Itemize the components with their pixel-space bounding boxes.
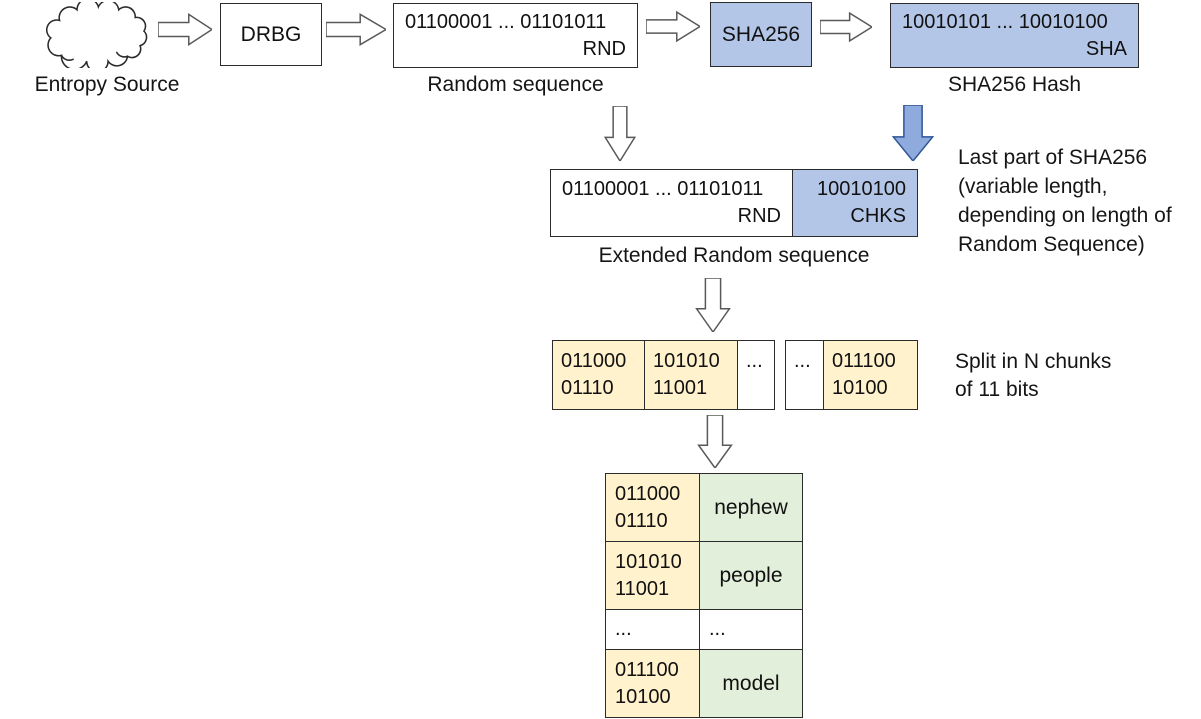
sha-tag-text: SHA [1085, 37, 1127, 60]
extended-rnd-cell: 01100001 ... 01101011 RND [550, 169, 793, 237]
note-line: Random Sequence) [958, 233, 1145, 256]
note-line: depending on length of [958, 204, 1172, 227]
note-line: of 11 bits [955, 378, 1039, 401]
chunk-bits-text: 101010 [653, 350, 720, 372]
table-bits-cell: 101010 11001 [605, 541, 699, 609]
table-word-cell: nephew [699, 473, 802, 541]
chunk-bits-text: 11001 [653, 377, 708, 399]
arrow-random-to-sha256-icon [646, 9, 700, 44]
entropy-cloud-icon [45, 2, 148, 68]
sha256-hash-caption: SHA256 Hash [947, 73, 1082, 96]
random-sequence-box: 01100001 ... 01101011 RND [393, 3, 638, 68]
chunk-ellipsis-text: ... [746, 350, 763, 372]
table-word-cell: model [699, 649, 802, 717]
chunk-cell-1: 011000 01110 [552, 340, 645, 410]
extended-chks-bits-text: 10010100 [817, 178, 906, 200]
random-sequence-caption: Random sequence [427, 73, 604, 96]
random-bits-text: 01100001 ... 01101011 [405, 10, 607, 33]
arrow-chunks-down-icon [695, 415, 735, 468]
drbg-box: DRBG [220, 3, 322, 66]
arrow-drbg-to-random-icon [326, 11, 386, 48]
sha-checksum-note: Last part of SHA256 (variable length, de… [958, 143, 1172, 259]
note-line: Split in N chunks [955, 350, 1112, 373]
note-line: Last part of SHA256 [958, 146, 1148, 169]
chunk-bits-text: 011100 [832, 350, 896, 372]
chunk-bits-text: 011000 [561, 350, 627, 372]
sha256-box: SHA256 [710, 2, 812, 67]
chunk-cell-2: 101010 11001 [644, 340, 738, 410]
extended-chks-cell: 10010100 CHKS [792, 169, 918, 237]
chunk-cell-ellipsis-1: ... [737, 340, 775, 410]
table-ellipsis-cell: ... [605, 609, 699, 649]
chunk-cell-ellipsis-2: ... [785, 340, 824, 410]
chunk-cell-n: 011100 10100 [823, 340, 918, 410]
note-line: (variable length, [958, 175, 1108, 198]
entropy-source-label: Entropy Source [34, 73, 180, 96]
word-mapping-table: 011000 01110 nephew 101010 11001 people … [605, 473, 803, 718]
extended-chks-tag-text: CHKS [850, 205, 906, 227]
table-word-cell: people [699, 541, 802, 609]
chunk-bits-text: 01110 [561, 377, 614, 399]
random-tag-text: RND [582, 37, 626, 60]
chunk-ellipsis-text: ... [794, 350, 811, 372]
arrow-extended-down-icon [693, 278, 733, 332]
split-chunks-note: Split in N chunks of 11 bits [955, 348, 1111, 404]
sha256-hash-box: 10010101 ... 10010100 SHA [890, 3, 1139, 68]
arrow-checksum-down-icon [889, 105, 937, 161]
table-bits-cell: 011100 10100 [605, 649, 699, 717]
arrow-random-down-icon [602, 106, 638, 161]
arrow-sha256-to-hash-icon [820, 10, 872, 44]
sha-bits-text: 10010101 ... 10010100 [902, 10, 1108, 33]
chunk-bits-text: 10100 [832, 377, 888, 399]
table-bits-cell: 011000 01110 [605, 473, 699, 541]
arrow-entropy-to-drbg-icon [158, 11, 212, 48]
extended-rnd-bits-text: 01100001 ... 01101011 [562, 178, 764, 200]
extended-rnd-tag-text: RND [737, 205, 781, 227]
extended-sequence-caption: Extended Random sequence [598, 244, 870, 267]
table-ellipsis-cell: ... [699, 609, 802, 649]
